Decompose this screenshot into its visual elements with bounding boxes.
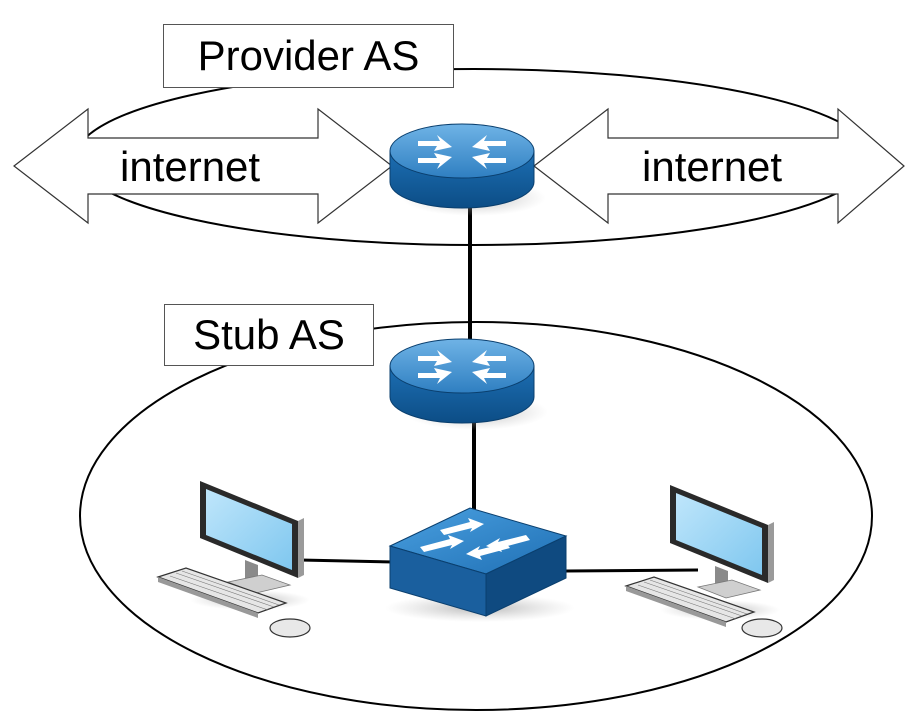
right-pc-link [565,568,699,573]
stub-as-label: Stub AS [164,304,374,366]
stub-router-icon [389,338,548,430]
right-computer-icon [624,485,783,638]
right-internet-arrow [533,107,905,225]
right-internet-label: internet [642,143,783,190]
left-internet-label: internet [120,143,261,190]
switch-icon [385,507,575,622]
left-computer-icon [156,481,311,638]
provider-as-text: Provider AS [197,32,420,79]
stub-as-ellipse [79,321,873,711]
stub-as-text: Stub AS [193,311,345,358]
provider-as-label: Provider AS [163,24,454,88]
provider-router-icon [389,123,546,216]
left-pc-link [299,558,395,564]
